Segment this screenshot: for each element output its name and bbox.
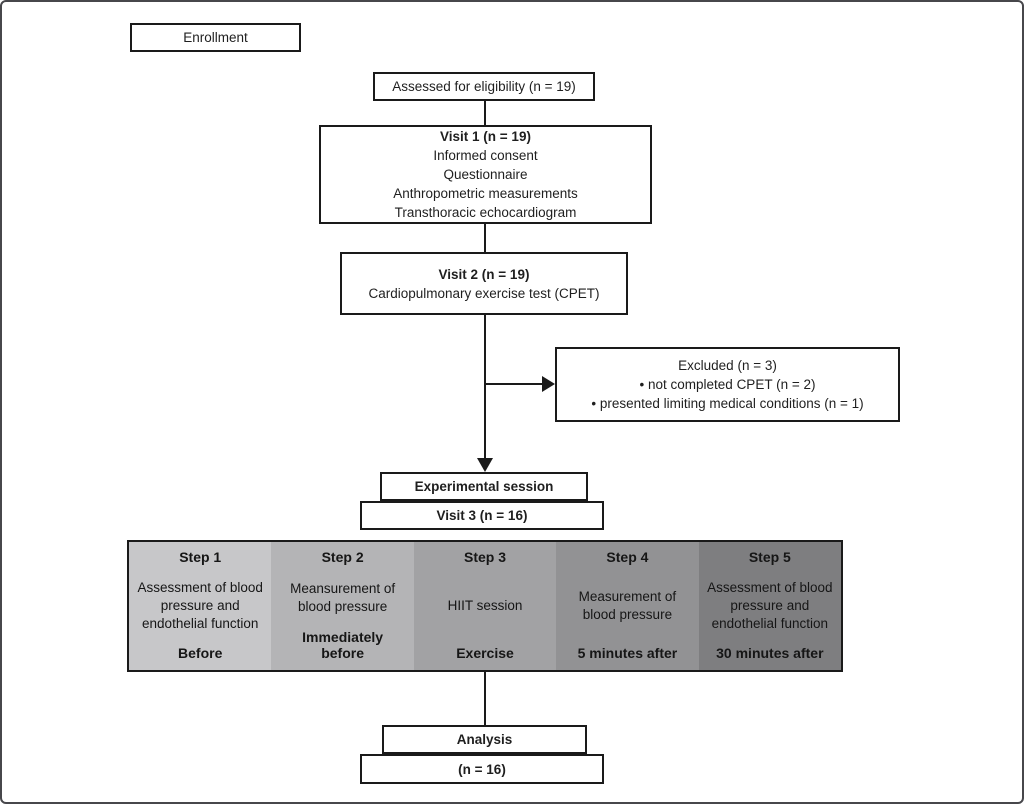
excluded-box: Excluded (n = 3) • not completed CPET (n… <box>555 347 900 422</box>
step-footer: Before <box>178 645 223 661</box>
step-column: Step 3 HIIT session Exercise <box>413 542 557 670</box>
step-header: Step 2 <box>321 549 364 565</box>
step-column: Step 1 Assessment of blood pressure and … <box>129 542 272 670</box>
arrowhead-right-icon <box>542 376 555 392</box>
step-header: Step 3 <box>464 549 507 565</box>
visit1-box: Visit 1 (n = 19) Informed consent Questi… <box>319 125 652 224</box>
visit2-title: Visit 2 (n = 19) <box>438 266 530 282</box>
excluded-item: • presented limiting medical conditions … <box>591 396 864 411</box>
connector-steps-analysis <box>484 672 486 725</box>
visit1-item: Questionnaire <box>443 167 528 182</box>
steps-table: Step 1 Assessment of blood pressure and … <box>127 540 843 672</box>
analysis-n-label: (n = 16) <box>458 761 506 777</box>
step-footer: Immediately before <box>302 629 384 661</box>
excluded-title: Excluded (n = 3) <box>678 358 777 373</box>
arrowhead-down-icon <box>477 458 493 472</box>
connector-assessed-visit1 <box>484 101 486 125</box>
visit1-item: Anthropometric measurements <box>393 186 578 201</box>
step-footer: Exercise <box>456 645 514 661</box>
step-column: Step 5 Assessment of blood pressure and … <box>698 542 842 670</box>
visit1-item: Informed consent <box>433 148 538 163</box>
step-body: Measurement of blood pressure <box>578 588 677 622</box>
step-body: Assessment of blood pressure and endothe… <box>707 579 833 631</box>
step-column: Step 2 Meansurement of blood pressure Im… <box>271 542 414 670</box>
step-body: Meansurement of blood pressure <box>290 580 396 614</box>
visit1-item: Transthoracic echocardiogram <box>394 205 577 220</box>
step-header: Step 4 <box>606 549 649 565</box>
visit2-item: Cardiopulmonary exercise test (CPET) <box>368 285 600 301</box>
visit1-title: Visit 1 (n = 19) <box>440 129 531 144</box>
analysis-n-box: (n = 16) <box>360 754 604 784</box>
step-body: Assessment of blood pressure and endothe… <box>137 579 263 631</box>
experimental-session-box: Experimental session <box>380 472 588 501</box>
step-header: Step 1 <box>179 549 222 565</box>
step-footer: 30 minutes after <box>716 645 824 661</box>
connector-branch-excluded <box>485 383 542 385</box>
assessed-box: Assessed for eligibility (n = 19) <box>373 72 595 101</box>
enrollment-box: Enrollment <box>130 23 301 52</box>
enrollment-label: Enrollment <box>183 30 248 45</box>
analysis-box: Analysis <box>382 725 587 754</box>
step-footer: 5 minutes after <box>577 645 678 661</box>
excluded-item: • not completed CPET (n = 2) <box>639 377 816 392</box>
connector-visit1-visit2 <box>484 224 486 252</box>
visit3-box: Visit 3 (n = 16) <box>360 501 604 530</box>
step-column: Step 4 Measurement of blood pressure 5 m… <box>556 542 699 670</box>
step-header: Step 5 <box>748 549 791 565</box>
visit2-box: Visit 2 (n = 19) Cardiopulmonary exercis… <box>340 252 628 315</box>
step-body: HIIT session <box>447 597 523 613</box>
visit3-label: Visit 3 (n = 16) <box>436 508 528 523</box>
assessed-label: Assessed for eligibility (n = 19) <box>392 79 576 94</box>
experimental-session-label: Experimental session <box>414 479 554 494</box>
analysis-label: Analysis <box>456 732 513 747</box>
connector-visit2-visit3 <box>484 315 486 458</box>
